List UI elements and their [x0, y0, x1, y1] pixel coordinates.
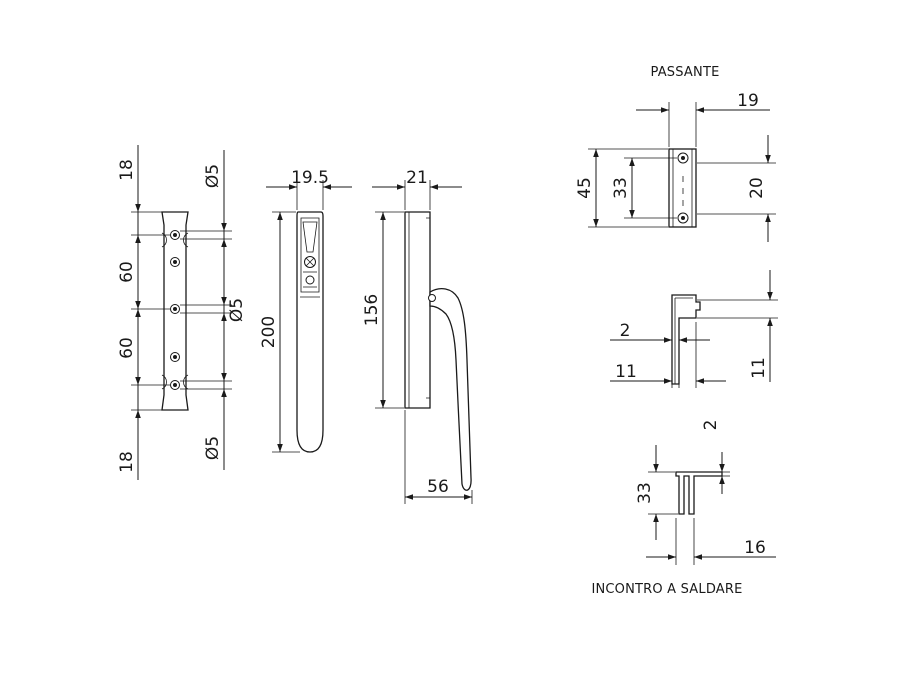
incontro-caption: INCONTRO A SALDARE — [591, 582, 742, 597]
handle-side-height: 156 — [362, 294, 382, 326]
handle-lever — [429, 287, 472, 491]
passante-side-height: 11 — [749, 357, 769, 379]
handle-front-width: 19.5 — [291, 168, 329, 188]
handle-front-length: 200 — [259, 316, 279, 348]
rod-view: 18 60 60 18 Ø5 Ø5 Ø5 — [117, 145, 247, 480]
handle-front-view: 19.5 200 — [259, 168, 352, 453]
rod-dim-mid2: 60 — [117, 337, 137, 359]
handle-side-width: 21 — [406, 168, 428, 188]
rod-dim-bottom: 18 — [117, 451, 137, 473]
incontro-thickness: 2 — [701, 420, 721, 431]
rod-hole-top-dim: Ø5 — [203, 164, 223, 188]
passante-height-total: 45 — [575, 177, 595, 199]
passante-hole-spacing: 33 — [611, 177, 631, 199]
rod-dim-mid1: 60 — [117, 261, 137, 283]
rod-hole-mid-dim: Ø5 — [227, 298, 247, 322]
passante-width: 19 — [737, 91, 759, 111]
incontro-width: 16 — [744, 538, 766, 558]
handle-side-view: 21 156 56 — [362, 168, 473, 504]
passante-base: 11 — [615, 362, 637, 382]
passante-depth: 20 — [747, 177, 767, 199]
passante-caption: PASSANTE — [650, 65, 719, 80]
incontro-body — [675, 471, 723, 515]
incontro-view: 2 33 16 INCONTRO A SALDARE — [591, 420, 776, 597]
handle-side-base — [404, 211, 431, 409]
passante-thickness: 2 — [620, 321, 631, 341]
rod-dim-top: 18 — [117, 159, 137, 181]
incontro-height: 33 — [635, 482, 655, 504]
rod-hole-bottom-dim: Ø5 — [203, 436, 223, 460]
handle-side-depth: 56 — [427, 477, 449, 497]
passante-view: PASSANTE 19 45 33 20 — [575, 65, 778, 388]
